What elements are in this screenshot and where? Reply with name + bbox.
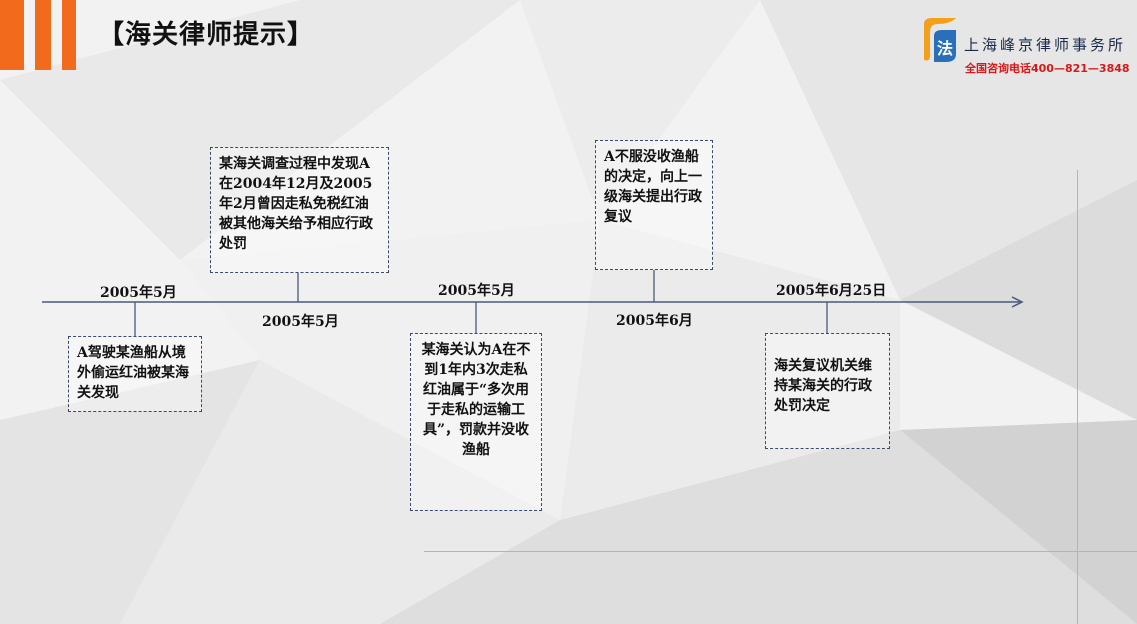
event-date: 2005年6月: [616, 313, 693, 329]
event-box: A驾驶某渔船从境外偷运红油被某海关发现: [68, 336, 202, 412]
event-box: 某海关调查过程中发现A在2004年12月及2005年2月曾因走私免税红油被其他海…: [210, 147, 389, 273]
page-title: 【海关律师提示】: [98, 20, 315, 50]
event-date: 2005年5月: [262, 314, 339, 330]
decor-line: [424, 551, 1137, 552]
accent-bar: [0, 0, 24, 70]
event-box: A不服没收渔船的决定，向上一级海关提出行政复议: [595, 140, 713, 270]
event-date: 2005年5月: [100, 285, 177, 301]
svg-text:法: 法: [937, 39, 953, 58]
accent-bar: [62, 0, 76, 70]
firm-name: 上海峰京律师事务所: [964, 36, 1127, 54]
decor-line: [1077, 170, 1078, 624]
firm-logo: 法 上海峰京律师事务所: [912, 14, 1132, 74]
event-date: 2005年5月: [438, 283, 515, 299]
hotline-text: 全国咨询电话400—821—3848: [965, 62, 1130, 75]
event-box: 某海关认为A在不到1年内3次走私红油属于“多次用于走私的运输工具”，罚款并没收渔…: [410, 333, 542, 511]
accent-bar: [35, 0, 51, 70]
event-box: 海关复议机关维持某海关的行政处罚决定: [765, 333, 890, 449]
firm-logo-icon: 法: [924, 18, 956, 62]
event-date: 2005年6月25日: [776, 283, 887, 299]
